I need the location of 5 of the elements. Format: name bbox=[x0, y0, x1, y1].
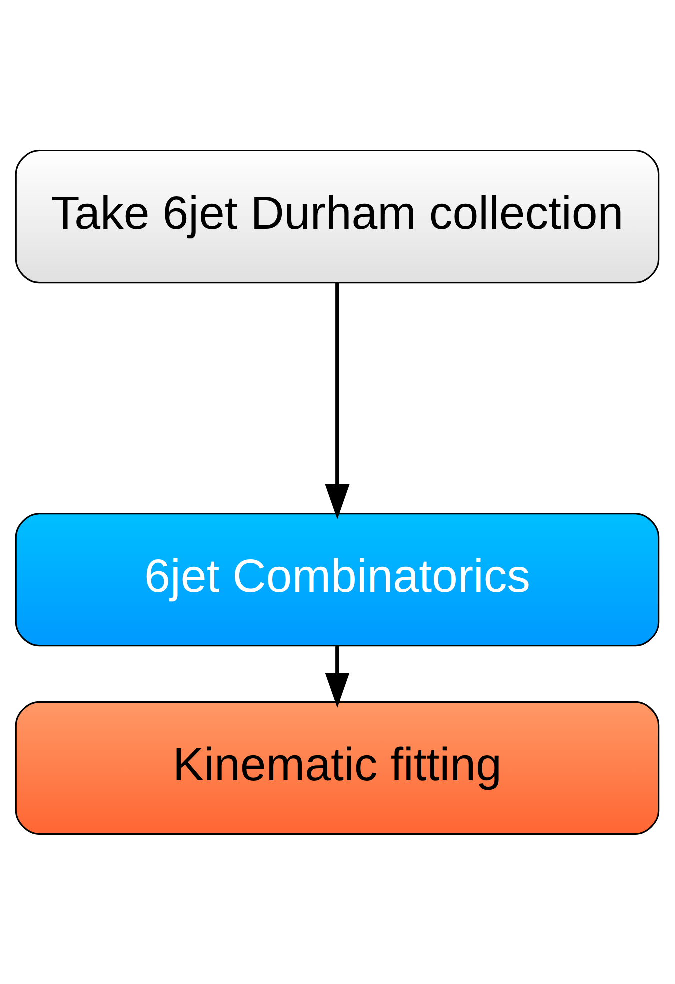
arrow bbox=[325, 646, 350, 708]
node-box: 6jet Combinatorics bbox=[15, 512, 660, 646]
arrow bbox=[325, 282, 350, 520]
node-box: Take 6jet Durham collection bbox=[15, 149, 660, 284]
node-box: Kinematic fitting bbox=[15, 700, 660, 835]
